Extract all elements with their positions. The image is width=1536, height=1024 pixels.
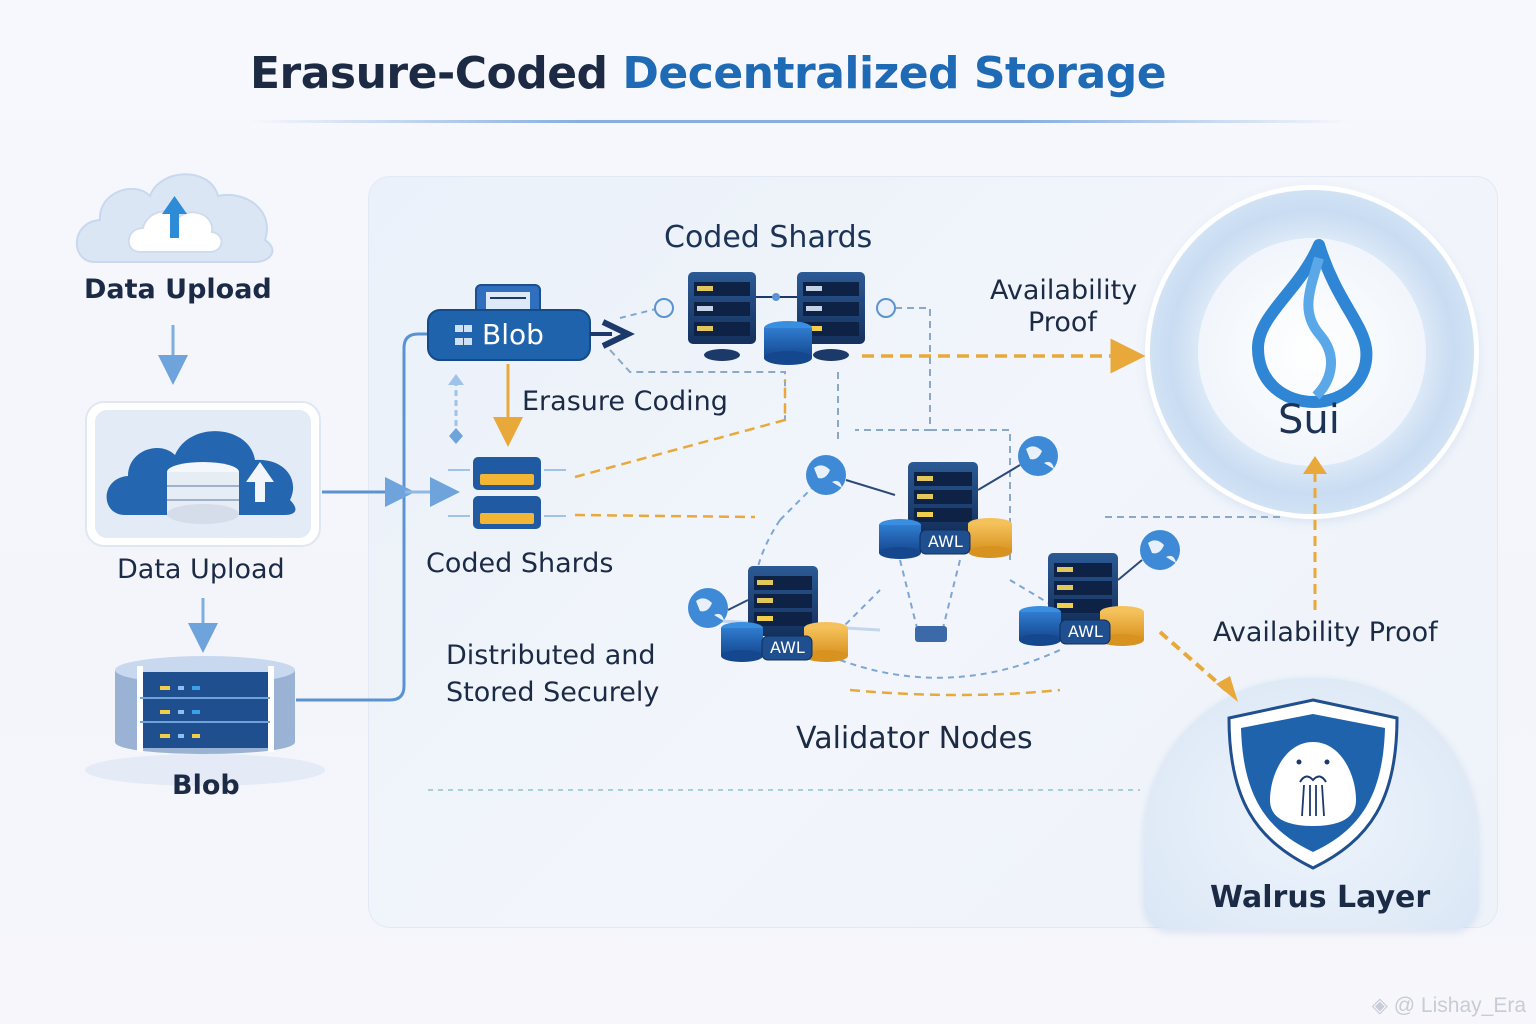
coded-shards-left-label: Coded Shards — [426, 548, 614, 579]
validator-nodes-label: Validator Nodes — [796, 721, 1033, 756]
walrus-shield-icon — [1227, 698, 1399, 870]
node-badge-right: AWL — [1068, 622, 1103, 641]
availability-proof-right-label: Availability Proof — [1213, 617, 1438, 648]
coded-shard-server-1 — [688, 272, 756, 361]
distributed-label-line1: Distributed and — [446, 640, 656, 671]
title-part-2: Decentralized Storage — [622, 48, 1167, 99]
coded-shard-database — [764, 321, 812, 365]
link-node — [772, 293, 780, 301]
node-icon-left — [654, 298, 674, 318]
validator-node-center — [879, 462, 1012, 559]
validator-node-right — [1019, 553, 1144, 646]
network-switch-icon — [915, 626, 947, 642]
node-badge-left: AWL — [770, 638, 805, 657]
globe-icon — [1018, 436, 1058, 476]
water-drop-icon — [1252, 239, 1373, 408]
blob-storage-icon — [85, 656, 325, 786]
availability-proof-top-line2: Proof — [1028, 307, 1097, 338]
coded-shards-top-label: Coded Shards — [664, 220, 873, 255]
page-title: Erasure-Coded Decentralized Storage — [0, 48, 1416, 99]
globe-icon — [806, 455, 846, 495]
globe-links — [727, 464, 1143, 611]
validator-node-left — [721, 566, 848, 662]
validator-orange-link — [849, 688, 1061, 697]
watermark-text: @ Lishay_Era — [1393, 994, 1526, 1017]
title-part-1: Erasure-Coded — [249, 48, 608, 99]
node-icon-right — [876, 298, 896, 318]
coded-shard-server-2 — [797, 272, 865, 361]
cloud-upload-icon — [75, 173, 274, 263]
availability-proof-arrow-to-walrus — [1158, 630, 1228, 692]
shard-to-validator-dashed — [574, 513, 756, 519]
connector-blob-to-main — [296, 332, 430, 702]
arrow-up-head — [448, 374, 464, 385]
data-upload-label-1: Data Upload — [84, 274, 272, 305]
availability-proof-top-line1: Availability — [990, 275, 1138, 306]
blob-out-arrow-head — [601, 319, 635, 349]
node-badge-center: AWL — [928, 532, 963, 551]
watermark: ◈ @ Lishay_Era — [1372, 993, 1526, 1018]
arrow-up-head-orange — [1303, 456, 1327, 474]
erasure-coding-label: Erasure Coding — [522, 386, 728, 417]
dashed-connector — [619, 307, 661, 319]
blob-label: Blob — [172, 770, 240, 801]
sui-label: Sui — [1278, 397, 1340, 443]
globe-icon — [688, 588, 728, 628]
shard-to-server-dashed — [574, 380, 787, 479]
database-cloud-card — [85, 401, 321, 547]
watermark-logo-icon: ◈ — [1371, 994, 1394, 1017]
dashed-connector — [930, 429, 1011, 560]
blob-node — [427, 284, 591, 361]
distributed-label-line2: Stored Securely — [446, 677, 660, 708]
walrus-layer-label: Walrus Layer — [1210, 880, 1431, 915]
arrow-head-walrus — [1216, 676, 1238, 702]
coded-shard-chip-2 — [448, 496, 566, 529]
data-upload-label-2: Data Upload — [117, 554, 285, 585]
coded-shard-chip-1 — [448, 457, 566, 490]
blob-button-label: Blob — [482, 318, 544, 351]
globe-icon — [1140, 530, 1180, 570]
dashed-connector — [855, 307, 931, 431]
arrow-down-head — [449, 428, 463, 444]
title-divider — [250, 120, 1350, 123]
